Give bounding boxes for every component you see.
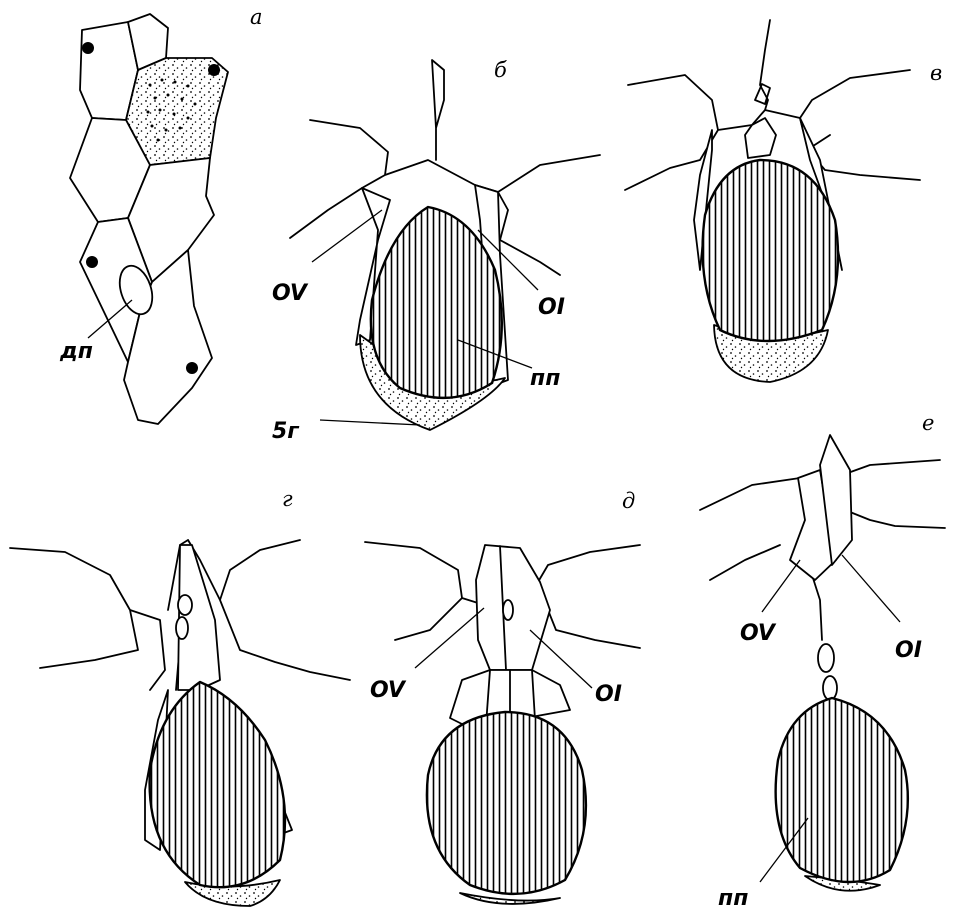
label-b-ov: OV (272, 281, 309, 306)
pore-dot-3 (86, 256, 98, 268)
ov-leader (762, 560, 800, 612)
panel-a: а дп (59, 5, 263, 424)
panel-d: д OV OI (365, 489, 640, 904)
panel-v: в (625, 20, 942, 382)
ov-leader (415, 608, 484, 668)
small-pore-2 (176, 617, 188, 639)
pp-plate (427, 712, 586, 894)
panel-letter-e: е (922, 411, 934, 435)
g5-leader (320, 420, 420, 425)
pore-dot-1 (82, 42, 94, 54)
label-b-g5: 5г (272, 419, 300, 444)
small-pore-1 (178, 595, 192, 615)
label-b-oi: OI (538, 295, 565, 320)
panel-letter-b: б (494, 58, 507, 82)
label-e-oi: OI (895, 638, 922, 663)
ov-leader (312, 210, 382, 262)
small-plate (745, 118, 776, 158)
small-pore-1 (818, 644, 834, 672)
label-b-pp: пп (530, 366, 560, 391)
label-e-pp: пп (718, 886, 748, 911)
oi-leader (842, 555, 900, 622)
pore-dot-4 (186, 362, 198, 374)
label-dp: дп (59, 339, 93, 364)
cell-network (70, 14, 228, 424)
small-pore (503, 600, 513, 620)
label-d-ov: OV (370, 678, 407, 703)
label-d-oi: OI (595, 682, 622, 707)
small-pore-2 (823, 676, 837, 700)
panel-b: б OV OI пп 5г (272, 58, 600, 444)
pp-plate (150, 682, 285, 887)
panel-letter-g: г (282, 487, 293, 511)
panel-letter-v: в (930, 61, 942, 85)
panel-letter-d: д (622, 489, 635, 513)
label-e-ov: OV (740, 621, 777, 646)
panel-e: е OV OI пп (700, 411, 945, 911)
pp-plate (776, 698, 908, 882)
panel-g: г (10, 487, 350, 906)
pp-plate (703, 160, 838, 341)
panel-letter-a: а (250, 5, 263, 29)
pore-dot-2 (208, 64, 220, 76)
